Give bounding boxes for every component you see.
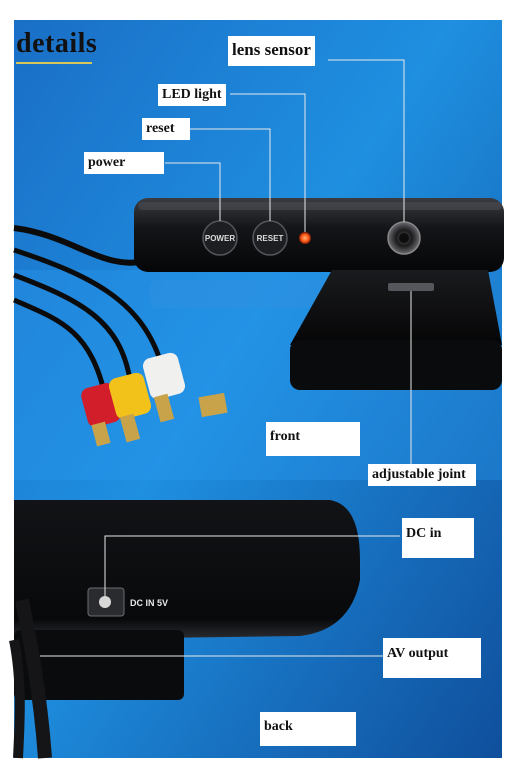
label-dc-in: DC in: [402, 518, 474, 558]
page-title: details: [16, 28, 98, 59]
dc-jack-hole: [99, 596, 111, 608]
rca-cable-red: [13, 297, 108, 396]
label-av-output: AV output: [383, 638, 481, 678]
rca-cable-white: [13, 247, 163, 361]
rca-plug-white: [142, 352, 228, 423]
label-led-light: LED light: [158, 84, 226, 106]
power-button-text: POWER: [204, 234, 236, 243]
lens-center: [399, 233, 409, 243]
device-back-body: [14, 500, 360, 640]
label-power: power: [84, 152, 164, 174]
leader-reset: [190, 128, 271, 221]
rca-plug-yellow: [108, 372, 152, 443]
rca-cable-yellow: [13, 272, 133, 381]
back-cable-thin: [9, 639, 25, 759]
stand-base: [290, 340, 502, 390]
leader-led-light: [230, 93, 306, 232]
leader-lines: [40, 59, 412, 657]
dc-port-label: DC IN 5V: [130, 598, 169, 608]
stand-top: [290, 270, 502, 345]
back-stand: [14, 630, 184, 700]
led-light: [299, 232, 311, 244]
leader-dc-in: [104, 535, 400, 596]
label-lens-sensor: lens sensor: [228, 36, 315, 66]
leader-lens-sensor: [328, 59, 405, 222]
device-cable: [13, 225, 141, 266]
adjustable-joint: [388, 283, 434, 291]
back-cable-thick: [15, 598, 52, 759]
label-adjustable-joint: adjustable joint: [368, 464, 476, 486]
reset-button-text: RESET: [256, 234, 284, 243]
leader-power: [165, 162, 221, 221]
title-underline: [16, 62, 92, 64]
label-back: back: [260, 712, 356, 746]
label-front: front: [266, 422, 360, 456]
label-reset: reset: [142, 118, 190, 140]
bar-highlight: [138, 202, 502, 210]
